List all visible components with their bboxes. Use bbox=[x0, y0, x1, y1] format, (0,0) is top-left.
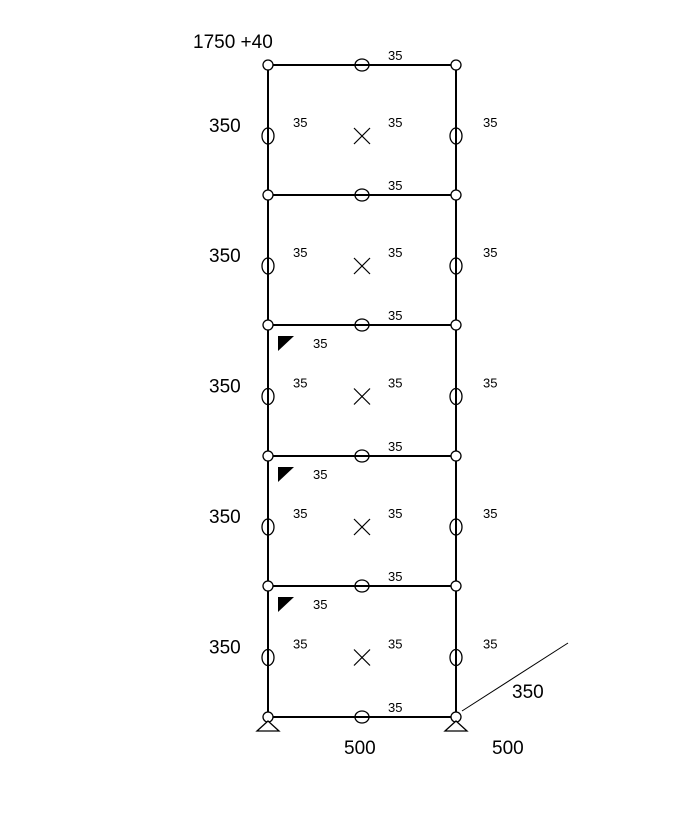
right-column-section-label: 35 bbox=[483, 376, 497, 391]
node-icon bbox=[450, 580, 462, 592]
column-hinge-icon bbox=[261, 127, 275, 145]
beam-hinge-icon bbox=[354, 188, 370, 202]
node-icon bbox=[262, 319, 274, 331]
panel-center-cross-icon bbox=[353, 388, 371, 405]
right-column-section-label: 35 bbox=[483, 506, 497, 521]
left-column-section-label: 35 bbox=[293, 245, 307, 260]
beam-section-label: 35 bbox=[388, 439, 402, 454]
header-label: 1750 +40 bbox=[193, 32, 273, 53]
right-column-section-label: 35 bbox=[483, 115, 497, 130]
story-height-label: 350 bbox=[209, 246, 241, 267]
beam-section-label: 35 bbox=[388, 569, 402, 584]
beam-hinge-icon bbox=[354, 58, 370, 72]
node-icon bbox=[450, 59, 462, 71]
left-column-section-label: 35 bbox=[293, 506, 307, 521]
rigid-joint-marker-icon bbox=[278, 336, 294, 351]
panel-section-label: 35 bbox=[388, 506, 402, 521]
left-column-section-label: 35 bbox=[293, 637, 307, 652]
column-hinge-icon bbox=[261, 387, 275, 406]
panel-section-label: 35 bbox=[388, 637, 402, 652]
rigid-joint-marker-icon bbox=[278, 597, 294, 612]
column-hinge-icon bbox=[261, 648, 275, 667]
panel-section-label: 35 bbox=[388, 115, 402, 130]
column-hinge-icon bbox=[449, 257, 463, 275]
column-hinge-icon bbox=[449, 518, 463, 536]
node-icon bbox=[450, 450, 462, 462]
pin-support-left-icon bbox=[255, 720, 281, 732]
node-icon bbox=[262, 450, 274, 462]
beam-hinge-icon bbox=[354, 449, 370, 463]
beam-hinge-icon bbox=[354, 318, 370, 332]
column-hinge-icon bbox=[449, 127, 463, 145]
panel-section-label: 35 bbox=[388, 376, 402, 391]
panel-section-label: 35 bbox=[388, 245, 402, 260]
joint-section-label: 35 bbox=[313, 597, 327, 612]
panel-center-cross-icon bbox=[353, 518, 371, 536]
left-column-section-label: 35 bbox=[293, 376, 307, 391]
node-icon bbox=[262, 59, 274, 71]
beam-section-label: 35 bbox=[388, 48, 402, 63]
node-icon bbox=[450, 189, 462, 201]
node-icon bbox=[262, 189, 274, 201]
column-hinge-icon bbox=[449, 648, 463, 667]
joint-section-label: 35 bbox=[313, 336, 327, 351]
column-hinge-icon bbox=[261, 257, 275, 275]
story-height-label: 350 bbox=[209, 377, 241, 398]
rigid-joint-marker-icon bbox=[278, 467, 294, 482]
node-icon bbox=[450, 319, 462, 331]
bay-width-label: 500 bbox=[344, 738, 376, 759]
right-column-section-label: 35 bbox=[483, 637, 497, 652]
joint-section-label: 35 bbox=[313, 467, 327, 482]
beam-hinge-icon bbox=[354, 710, 370, 724]
beam-section-label: 35 bbox=[388, 178, 402, 193]
node-icon bbox=[262, 580, 274, 592]
panel-center-cross-icon bbox=[353, 127, 371, 145]
left-column-section-label: 35 bbox=[293, 115, 307, 130]
depth-axis-line bbox=[461, 642, 569, 712]
beam-section-label: 35 bbox=[388, 700, 402, 715]
depth-label: 350 bbox=[512, 682, 544, 703]
beam-section-label: 35 bbox=[388, 308, 402, 323]
depth-width-label: 500 bbox=[492, 738, 524, 759]
column-hinge-icon bbox=[449, 387, 463, 406]
story-height-label: 350 bbox=[209, 507, 241, 528]
pin-support-right-icon bbox=[443, 720, 469, 732]
story-height-label: 350 bbox=[209, 116, 241, 137]
right-column-section-label: 35 bbox=[483, 245, 497, 260]
beam-hinge-icon bbox=[354, 579, 370, 593]
column-hinge-icon bbox=[261, 518, 275, 536]
panel-center-cross-icon bbox=[353, 257, 371, 275]
panel-center-cross-icon bbox=[353, 649, 371, 666]
story-height-label: 350 bbox=[209, 638, 241, 659]
